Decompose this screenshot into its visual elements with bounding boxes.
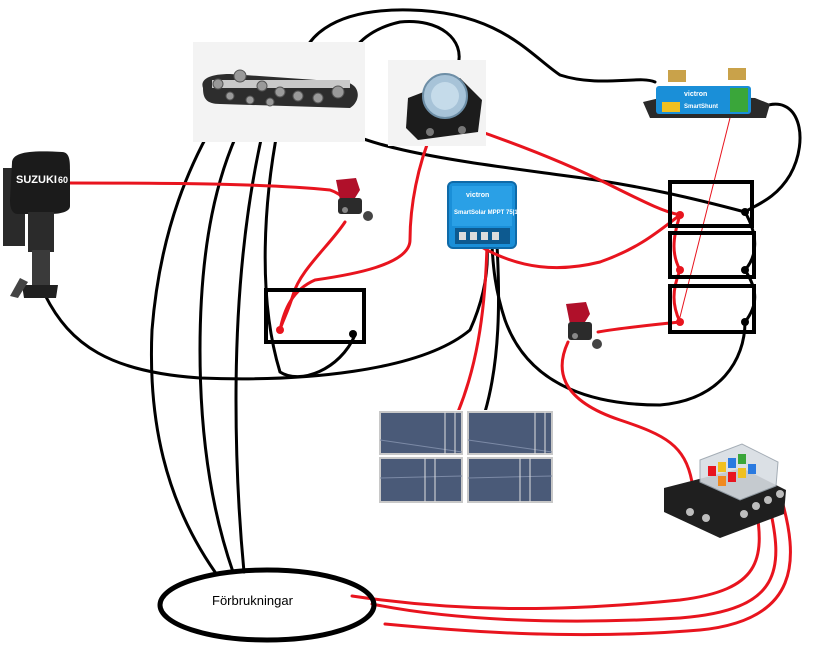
wire-bank-to-switch2	[596, 320, 682, 334]
wire-relay-to-battery1	[278, 130, 434, 332]
controller-brand: victron	[466, 192, 489, 199]
wire-outboard-negative	[43, 243, 489, 381]
house-battery-3	[668, 284, 756, 334]
monitor-terminal-block	[730, 88, 748, 112]
wire-busbar-to-battery-bank	[313, 110, 747, 214]
controller-model: SmartSolar MPPT 75|15	[454, 210, 522, 216]
outboard-skeg	[22, 285, 58, 298]
relay-isolator	[388, 60, 486, 146]
wire-busbar-to-loads-2	[198, 106, 252, 574]
monitor-lug-left	[668, 70, 686, 82]
wire-fusebox-to-loads-3	[383, 492, 792, 637]
loads-label: Förbrukningar	[212, 593, 294, 608]
outboard-brand: SUZUKI	[16, 174, 57, 186]
battery-switch-2	[566, 302, 602, 349]
wire-controller-to-bank	[476, 213, 682, 270]
loads-ellipse	[157, 567, 377, 643]
switch2-body	[568, 322, 592, 340]
wire-busbar-to-battery1	[263, 106, 357, 379]
monitor-model: SmartShunt	[684, 104, 718, 110]
relay-terminal-2	[458, 126, 466, 134]
wire-solar-positive	[456, 243, 489, 414]
wire-outboard-positive	[63, 181, 348, 212]
wire-solar-negative	[483, 243, 501, 414]
outboard-propeller	[10, 278, 28, 298]
starter-battery-negative	[349, 330, 357, 338]
monitor-brand: victron	[684, 91, 707, 98]
busbar	[193, 42, 365, 142]
house-battery-2	[668, 231, 756, 279]
wire-monitor-right-loop	[743, 102, 802, 214]
fuse-box	[664, 443, 786, 538]
outboard-model: 60	[58, 175, 68, 185]
outboard-leg	[32, 250, 50, 290]
monitor-status-led	[662, 102, 680, 112]
outboard-motor: SUZUKI 60	[3, 151, 70, 298]
starter-battery-positive	[276, 326, 284, 334]
wire-monitor-sense	[677, 117, 731, 326]
wire-switch2-to-fusebox	[560, 340, 694, 484]
busbar-strip	[212, 80, 350, 88]
solar-panel-array	[378, 410, 554, 504]
busbar-studs	[212, 69, 345, 107]
wire-bank-pos-1	[672, 213, 682, 272]
outboard-midsection	[28, 212, 54, 252]
wire-busbar-to-loads-3	[234, 108, 270, 574]
wire-bank-to-controller-neg	[490, 243, 747, 407]
solar-panel	[379, 411, 463, 455]
solar-panel	[379, 457, 463, 503]
solar-panel	[467, 411, 553, 455]
house-battery-1	[668, 180, 754, 228]
wire-fusebox-to-loads-1	[350, 504, 761, 611]
wire-fusebox-to-loads-2	[370, 498, 778, 623]
solar-panel	[467, 457, 553, 503]
wire-bank-pos-2	[672, 268, 682, 324]
wire-busbar-to-loads-1	[149, 103, 227, 574]
monitor-lug-right	[728, 68, 746, 80]
battery-monitor: victron SmartShunt	[643, 68, 770, 118]
house-battery-bank	[668, 180, 756, 334]
wire-relay-top-to-monitor	[298, 8, 657, 84]
starter-battery	[264, 288, 366, 344]
battery-switch-1	[336, 178, 373, 221]
mppt-charge-controller: victron SmartSolar MPPT 75|15	[447, 181, 522, 249]
relay-terminal-1	[426, 128, 434, 136]
switch1-body	[338, 198, 362, 214]
fusebox-fuses	[708, 454, 756, 486]
wire-relay-to-bank	[468, 126, 682, 217]
